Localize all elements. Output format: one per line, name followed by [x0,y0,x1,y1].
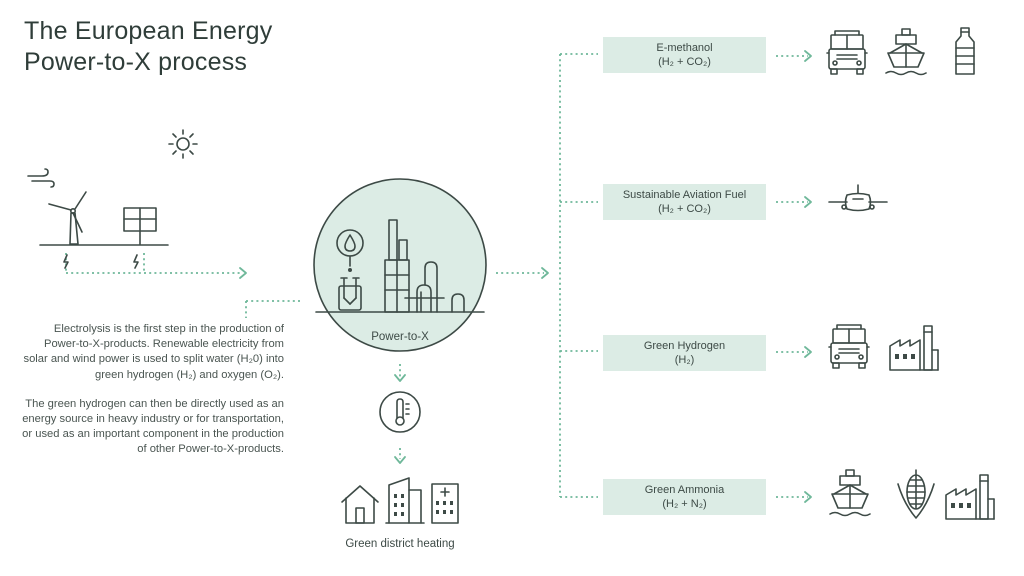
output-formula: (H₂) [674,354,695,366]
description-paragraph-1: Electrolysis is the first step in the pr… [23,323,284,381]
corn-icon [897,469,935,519]
power-to-x-circle [313,178,487,352]
hospital-icon [431,483,459,524]
title-line-1: The European Energy [24,17,273,45]
thermometer-icon [379,391,421,433]
output-arrow-2 [804,196,812,208]
refinery-icon [384,219,465,313]
bottle-icon [955,27,975,75]
output-name: E-methanol [656,42,713,54]
truck-icon [826,30,868,75]
output-formula: (H₂ + N₂) [662,498,707,510]
ship-icon [885,28,927,76]
electrolyzer-icon [338,277,362,311]
output-arrow-1 [804,50,812,62]
source-arrow [239,267,247,279]
water-drop-icon [336,229,364,272]
output-arrow-3 [804,346,812,358]
district-heating-label: Green district heating [345,538,455,550]
output-arrow-4 [804,491,812,503]
solar-panel-icon [123,207,157,245]
factory-icon [889,325,939,371]
wind-turbine-icon [48,191,87,245]
output-label-green-ammonia: Green Ammonia (H₂ + N₂) [603,479,766,515]
wind-icon [27,168,55,188]
heating-arrow-2 [394,456,406,464]
lightning-icon [63,254,139,269]
ship-icon [829,469,871,517]
page-title: The European Energy Power-to-X process [24,16,272,78]
office-building-icon [385,477,425,524]
house-icon [341,485,379,524]
heating-arrow-1 [394,374,406,382]
factory-icon [945,474,995,520]
output-formula: (H₂ + CO₂) [658,203,711,215]
power-to-x-label: Power-to-X [371,331,429,343]
output-label-saf: Sustainable Aviation Fuel (H₂ + CO₂) [603,184,766,220]
output-name: Green Ammonia [644,484,725,496]
truck-icon [828,324,870,369]
output-name: Green Hydrogen [643,340,726,352]
sun-icon [168,129,198,159]
output-label-green-hydrogen: Green Hydrogen (H₂) [603,335,766,371]
title-line-2: Power-to-X process [24,48,248,76]
connector-lines [65,50,812,503]
description-paragraph-2: The green hydrogen can then be directly … [22,397,284,456]
output-label-e-methanol: E-methanol (H₂ + CO₂) [603,37,766,73]
output-formula: (H₂ + CO₂) [658,56,711,68]
center-out-arrow [541,267,549,279]
description: Electrolysis is the first step in the pr… [20,322,284,472]
airplane-icon [828,184,888,212]
output-name: Sustainable Aviation Fuel [622,189,747,201]
